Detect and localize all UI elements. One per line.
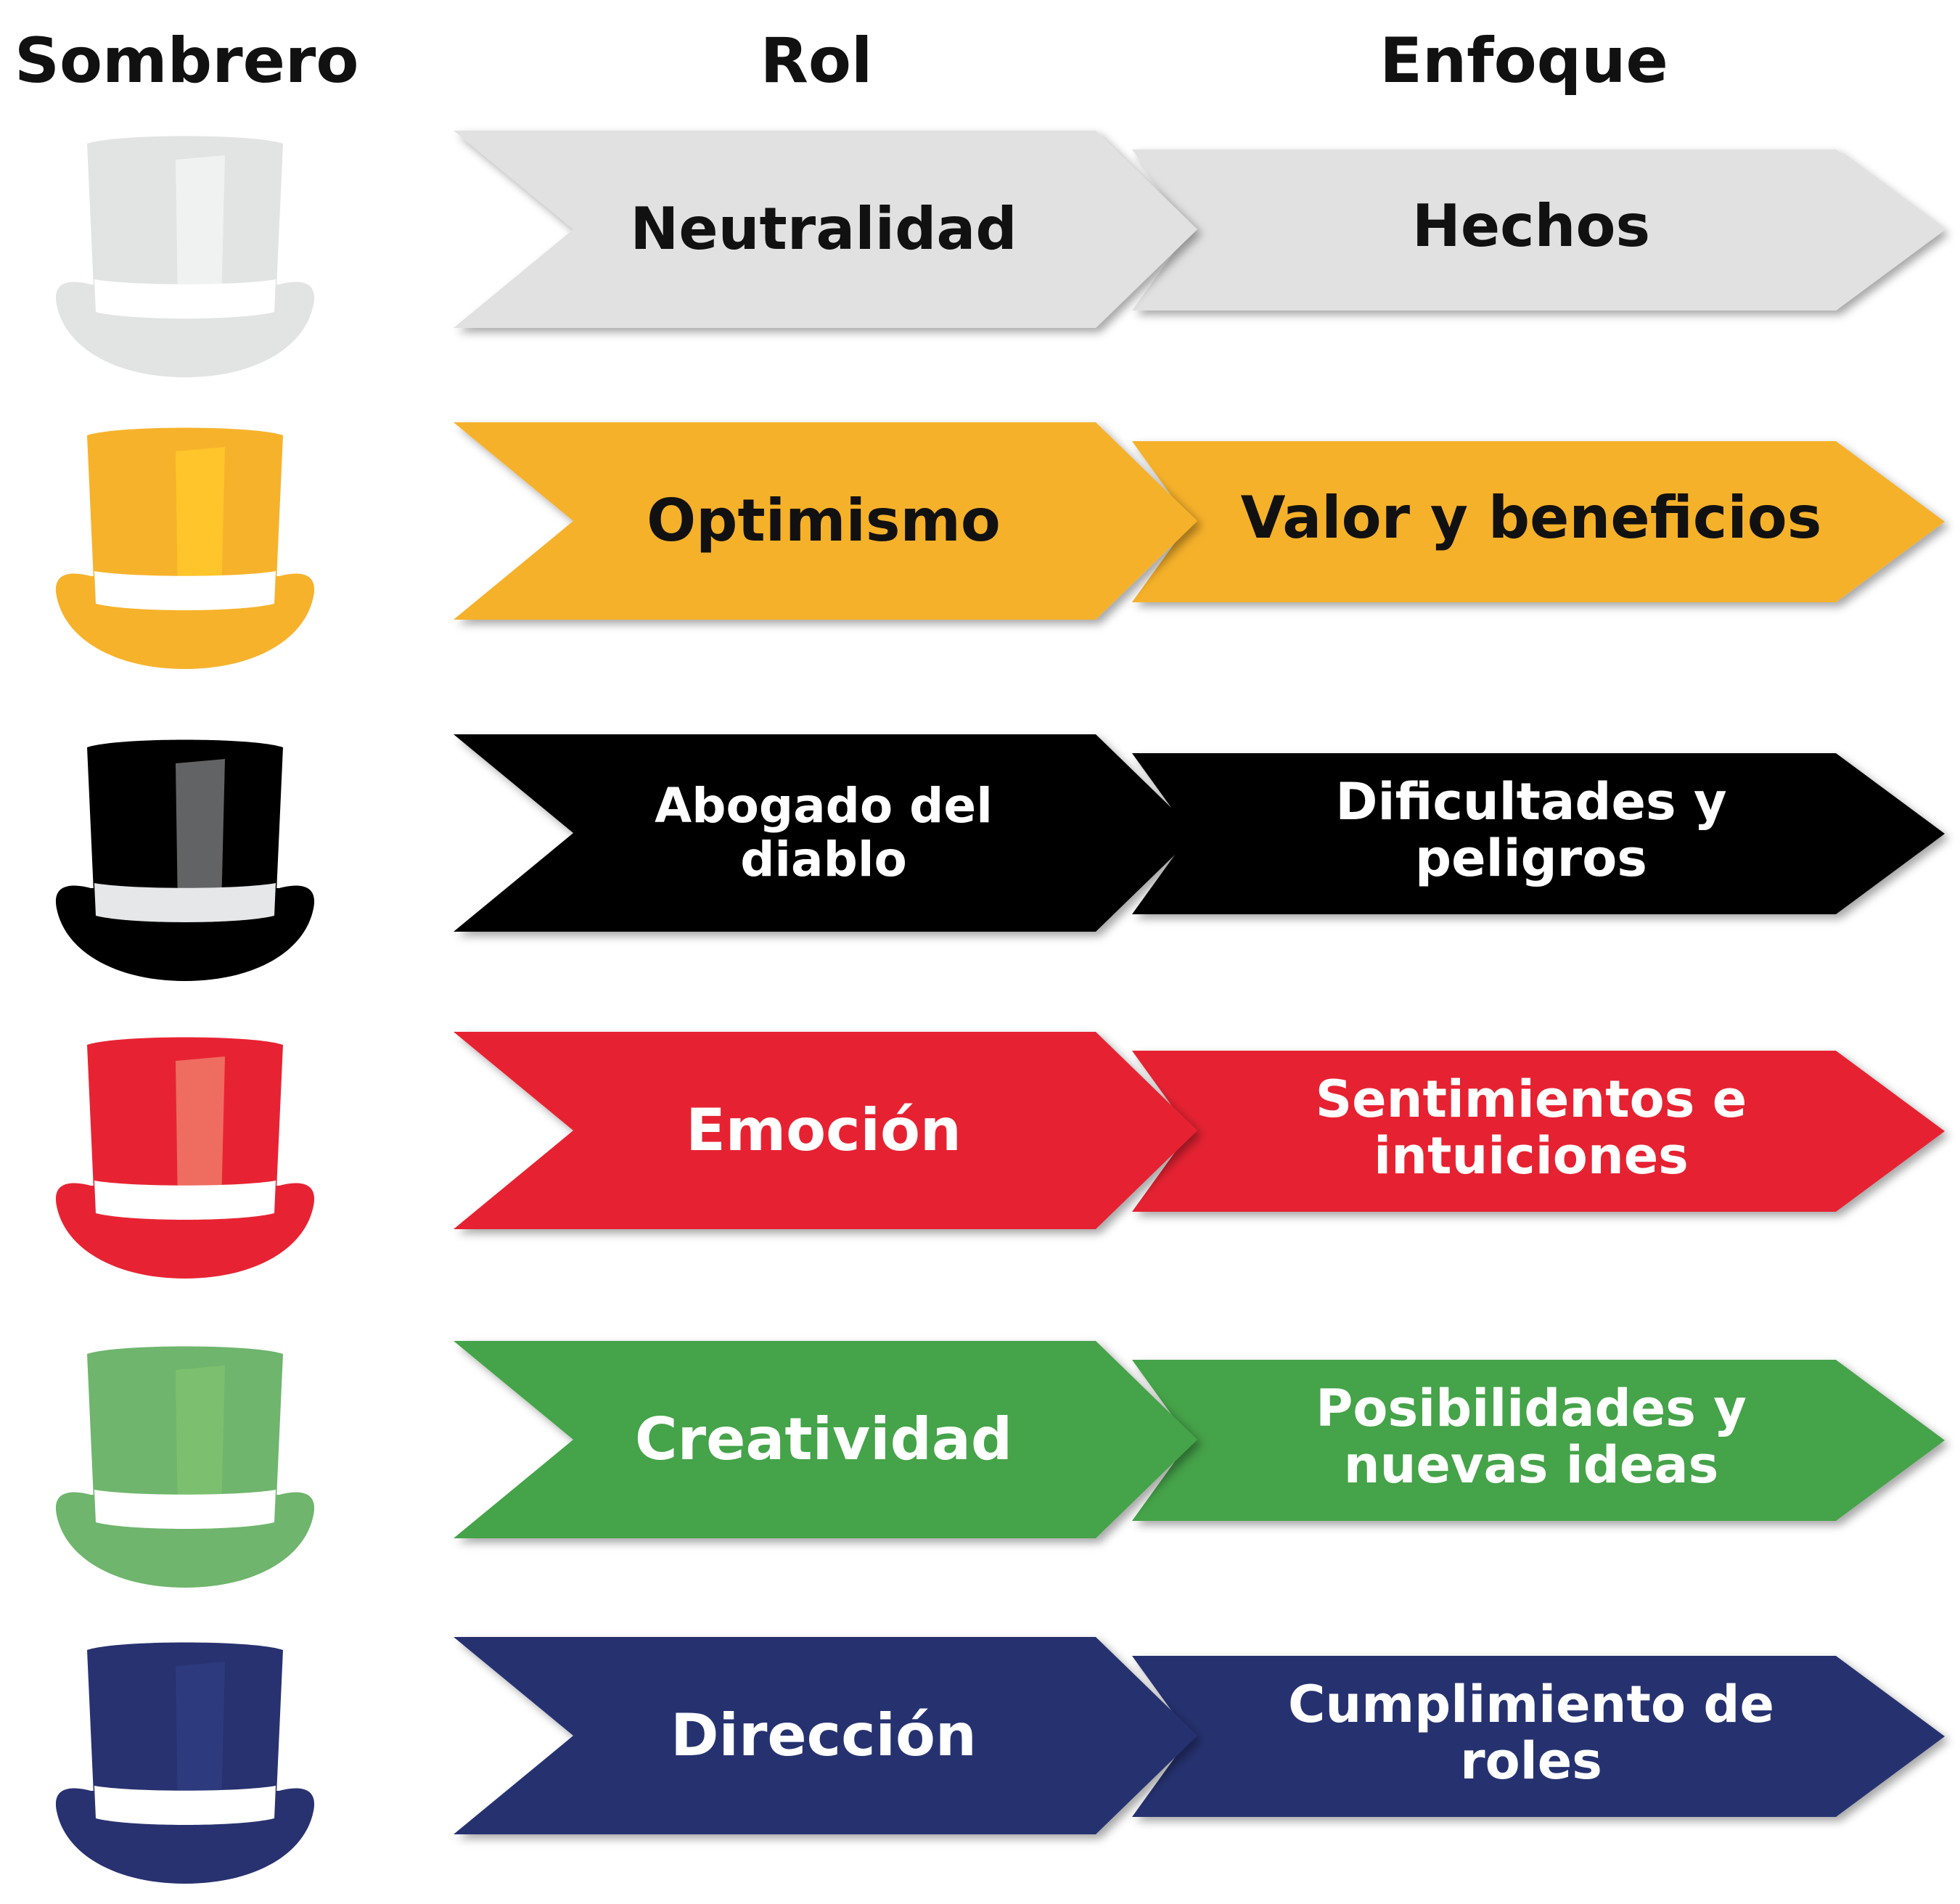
header-sombrero: Sombrero [15, 25, 359, 97]
role-arrow-body [454, 1032, 1197, 1229]
hat-shine [176, 759, 225, 910]
hat-shine [176, 155, 225, 306]
focus-arrow-body [1132, 1051, 1945, 1212]
role-label: Neutralidad [630, 195, 1017, 263]
focus-arrow-shape [1132, 441, 1945, 602]
role-arrow-body [454, 1341, 1197, 1538]
role-arrow-shape [454, 1032, 1197, 1229]
header-rol: Rol [760, 25, 873, 97]
role-label: Optimismo [647, 487, 1001, 555]
focus-label: Hechos [1411, 192, 1651, 260]
role-arrow-shape [454, 131, 1197, 328]
hat-band [94, 571, 276, 610]
focus-arrow-body [1132, 1656, 1945, 1817]
top-hat-icon [55, 1642, 315, 1884]
hat-band [94, 1181, 276, 1220]
role-label: Abogado del diablo [655, 778, 993, 887]
hat-band [94, 279, 276, 319]
focus-arrow-body [1132, 1360, 1945, 1521]
top-hat-icon [55, 1037, 315, 1279]
top-hat-icon [55, 739, 315, 981]
focus-arrow-shape [1132, 149, 1945, 311]
role-arrow-body [454, 422, 1197, 620]
focus-label: Posibilidades y nuevas ideas [1316, 1378, 1747, 1495]
hat-row: Creatividad Posibilidades y nuevas ideas [0, 1341, 1960, 1588]
focus-arrow-shape [1132, 1656, 1945, 1817]
hat-shine [176, 1056, 225, 1207]
focus-arrow-body [1132, 441, 1945, 602]
focus-arrow-shape [1132, 1360, 1945, 1521]
hat-row: Neutralidad Hechos [0, 131, 1960, 377]
hat-row: Dirección Cumplimiento de roles [0, 1637, 1960, 1884]
role-arrow-shape [454, 1341, 1197, 1538]
top-hat-icon [55, 427, 315, 669]
hat-row: Emoción Sentimientos e intuiciones [0, 1032, 1960, 1279]
role-arrow-shape [454, 734, 1197, 932]
role-label: Dirección [671, 1702, 977, 1770]
focus-arrow-shape [1132, 1051, 1945, 1212]
hat-band [94, 1786, 276, 1825]
role-arrow-shape [454, 1637, 1197, 1834]
hat-row: Optimismo Valor y beneficios [0, 422, 1960, 669]
hat-shine [176, 447, 225, 598]
hat-band [94, 1490, 276, 1529]
hat-shine [176, 1366, 225, 1517]
top-hat-icon [55, 136, 315, 377]
role-arrow-body [454, 131, 1197, 328]
hat-row: Abogado del diablo Dificultades y peligro… [0, 734, 1960, 981]
focus-label: Valor y beneficios [1240, 484, 1822, 552]
focus-arrow-shape [1132, 753, 1945, 914]
role-label: Creatividad [634, 1406, 1013, 1474]
role-arrow-body [454, 1637, 1197, 1834]
header-enfoque: Enfoque [1379, 25, 1668, 97]
role-label: Emoción [686, 1096, 961, 1165]
focus-label: Dificultades y peligros [1335, 771, 1727, 888]
hat-shine [176, 1662, 225, 1813]
top-hat-icon [55, 1346, 315, 1588]
focus-label: Sentimientos e intuiciones [1315, 1069, 1747, 1186]
focus-label: Cumplimiento de roles [1288, 1674, 1774, 1791]
focus-arrow-body [1132, 149, 1945, 311]
role-arrow-shape [454, 422, 1197, 620]
role-arrow-body [454, 734, 1197, 932]
focus-arrow-body [1132, 753, 1945, 914]
hat-band [94, 883, 276, 922]
